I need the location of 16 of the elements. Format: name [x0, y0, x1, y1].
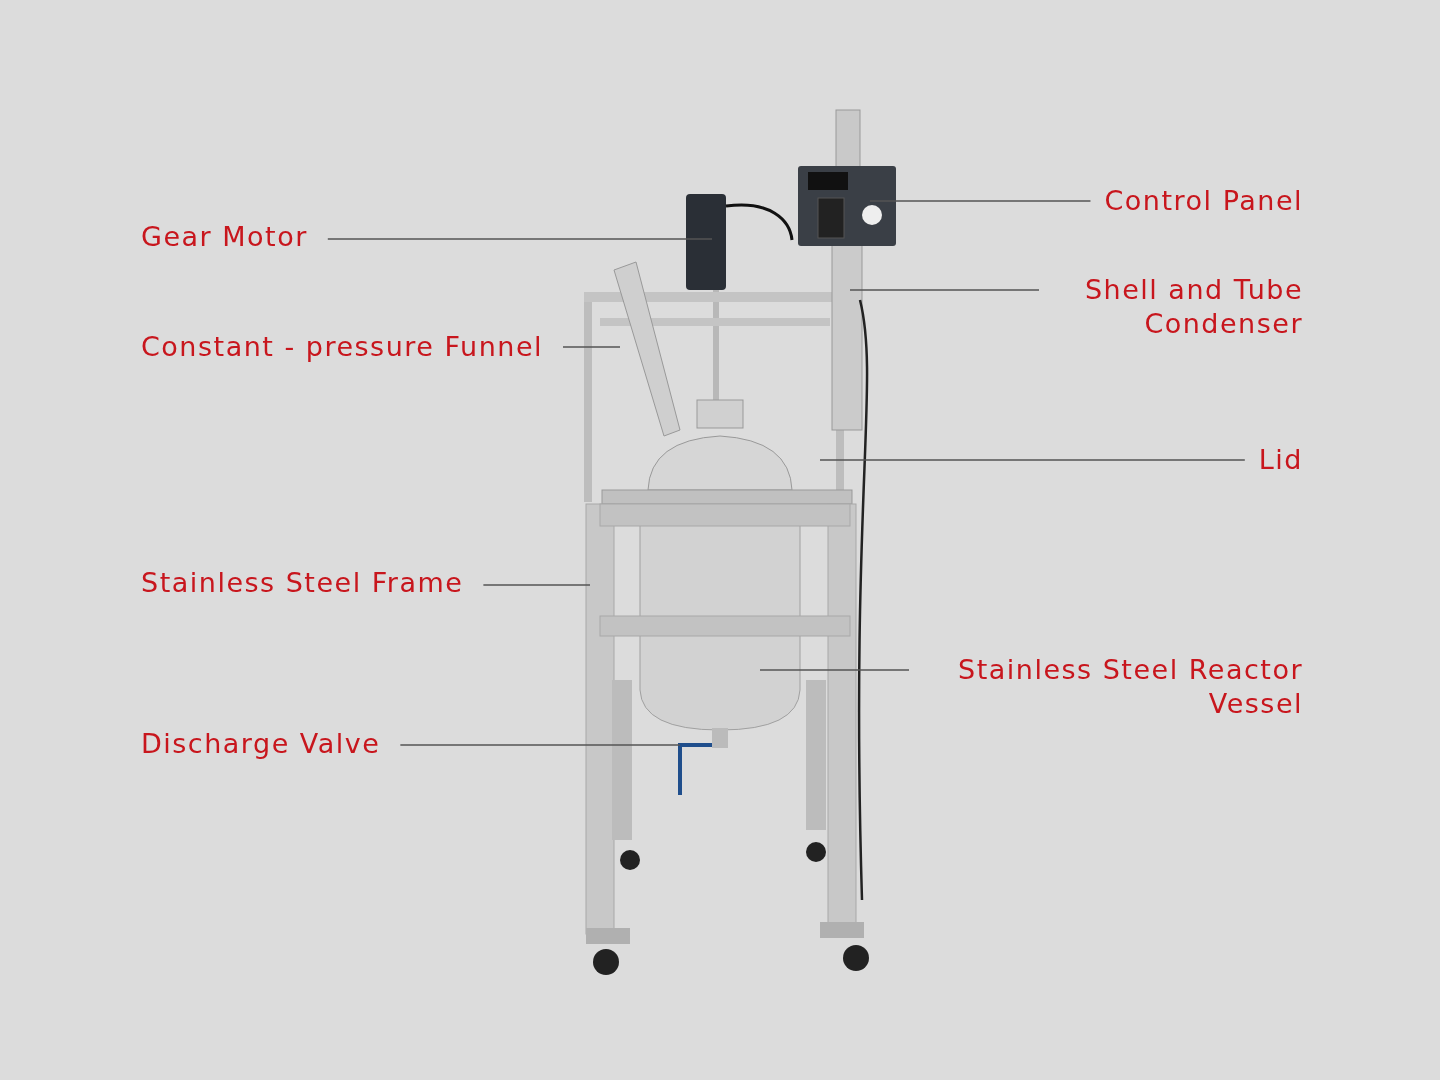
part-label: Gear Motor [141, 220, 308, 254]
part-label: Shell and Tube Condenser [1053, 273, 1303, 341]
part-label: Lid [1258, 443, 1303, 477]
leader-line [759, 669, 910, 671]
leader-line [482, 584, 591, 586]
leader-line [327, 238, 713, 240]
part-label: Control Panel [1104, 184, 1303, 218]
part-label: Constant - pressure Funnel [141, 330, 543, 364]
leader-line [562, 346, 621, 348]
leader-line [849, 289, 1040, 291]
leader-line [819, 459, 1246, 461]
part-label: Stainless Steel Frame [141, 566, 464, 600]
leader-line [399, 744, 681, 746]
part-label: Discharge Valve [141, 727, 381, 761]
part-label: Stainless Steel Reactor Vessel [923, 653, 1303, 721]
leader-line [869, 200, 1092, 202]
